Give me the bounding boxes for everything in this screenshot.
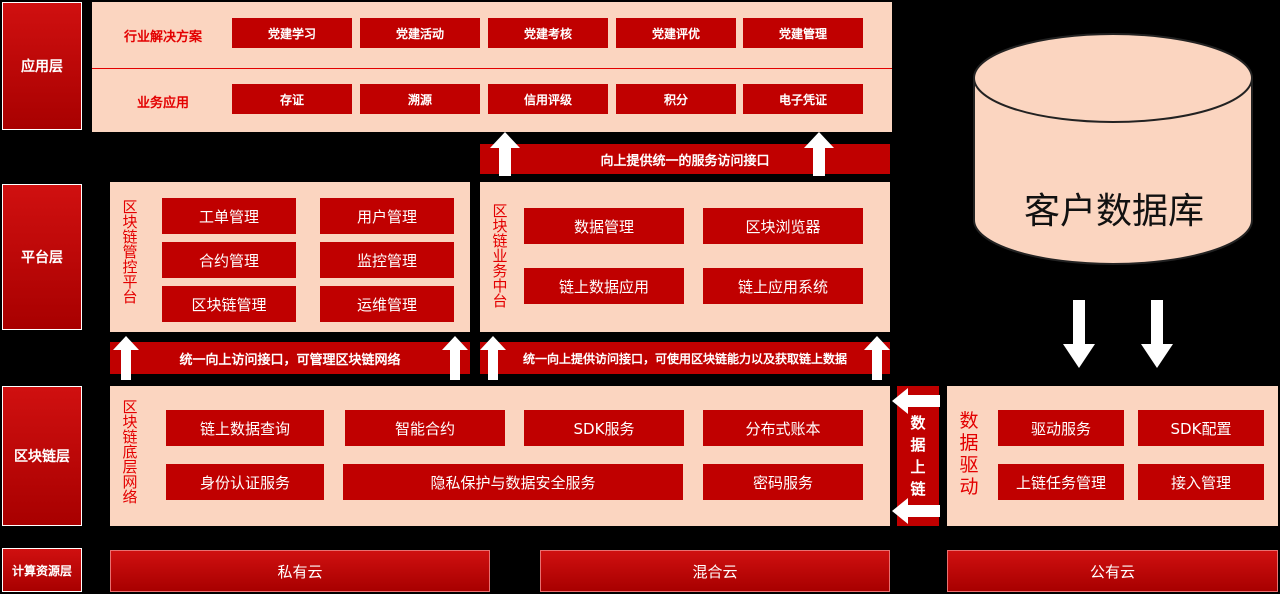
banner-manage-network: 统一向上访问接口，可管理区块链网络 [110,342,470,374]
industry-item[interactable]: 党建考核 [488,18,608,48]
driver-item[interactable]: 上链任务管理 [998,464,1124,500]
layer-application: 应用层 [2,2,82,130]
industry-item[interactable]: 党建学习 [232,18,352,48]
down-arrow-icon [1141,300,1173,368]
middle-item[interactable]: 区块浏览器 [703,208,863,244]
down-arrow-icon [1063,300,1095,368]
database-label: 客户数据库 [1023,191,1204,232]
up-arrow-icon [864,336,890,380]
up-arrow-icon [490,132,520,176]
chain-item[interactable]: 身份认证服务 [166,464,324,500]
up-arrow-icon [442,336,468,380]
uplink-label: 数据上链 [910,414,926,498]
left-arrow-icon [892,388,940,414]
driver-panel [947,386,1278,526]
control-item[interactable]: 监控管理 [320,242,454,278]
up-arrow-icon [804,132,834,176]
left-arrow-icon [892,498,940,524]
chain-item[interactable]: 隐私保护与数据安全服务 [343,464,683,500]
business-item[interactable]: 积分 [616,84,736,114]
middle-item[interactable]: 链上应用系统 [703,268,863,304]
layer-blockchain: 区块链层 [2,386,82,526]
compute-public-cloud[interactable]: 公有云 [947,550,1278,592]
business-item[interactable]: 存证 [232,84,352,114]
business-item[interactable]: 电子凭证 [743,84,863,114]
database-cylinder-icon [973,33,1253,265]
industry-item[interactable]: 党建管理 [743,18,863,48]
middle-item[interactable]: 数据管理 [524,208,684,244]
driver-item[interactable]: 接入管理 [1138,464,1264,500]
chain-title: 区块链底层网络 [122,398,138,506]
control-item[interactable]: 区块链管理 [162,286,296,322]
control-item[interactable]: 工单管理 [162,198,296,234]
business-item[interactable]: 溯源 [360,84,480,114]
layer-compute: 计算资源层 [2,548,82,592]
control-item[interactable]: 用户管理 [320,198,454,234]
compute-hybrid-cloud[interactable]: 混合云 [540,550,890,592]
driver-title: 数据驱动 [959,410,979,498]
application-divider [92,68,892,69]
chain-item[interactable]: SDK服务 [524,410,684,446]
chain-panel [110,386,890,526]
business-apps-label: 业务应用 [136,95,189,111]
industry-item[interactable]: 党建评优 [616,18,736,48]
control-platform-title: 区块链管控平台 [122,198,138,306]
banner-chain-access: 统一向上提供访问接口，可使用区块链能力以及获取链上数据 [480,342,890,374]
business-middle-panel [480,182,890,332]
chain-item[interactable]: 分布式账本 [703,410,863,446]
industry-solutions-label: 行业解决方案 [123,29,202,45]
control-item[interactable]: 运维管理 [320,286,454,322]
middle-item[interactable]: 链上数据应用 [524,268,684,304]
chain-item[interactable]: 智能合约 [345,410,505,446]
business-middle-title: 区块链业务中台 [492,202,508,310]
compute-private-cloud[interactable]: 私有云 [110,550,490,592]
business-item[interactable]: 信用评级 [488,84,608,114]
driver-item[interactable]: 驱动服务 [998,410,1124,446]
up-arrow-icon [480,336,506,380]
chain-item[interactable]: 密码服务 [703,464,863,500]
driver-item[interactable]: SDK配置 [1138,410,1264,446]
industry-item[interactable]: 党建活动 [360,18,480,48]
control-item[interactable]: 合约管理 [162,242,296,278]
chain-item[interactable]: 链上数据查询 [166,410,324,446]
layer-platform: 平台层 [2,184,82,330]
up-arrow-icon [113,336,139,380]
